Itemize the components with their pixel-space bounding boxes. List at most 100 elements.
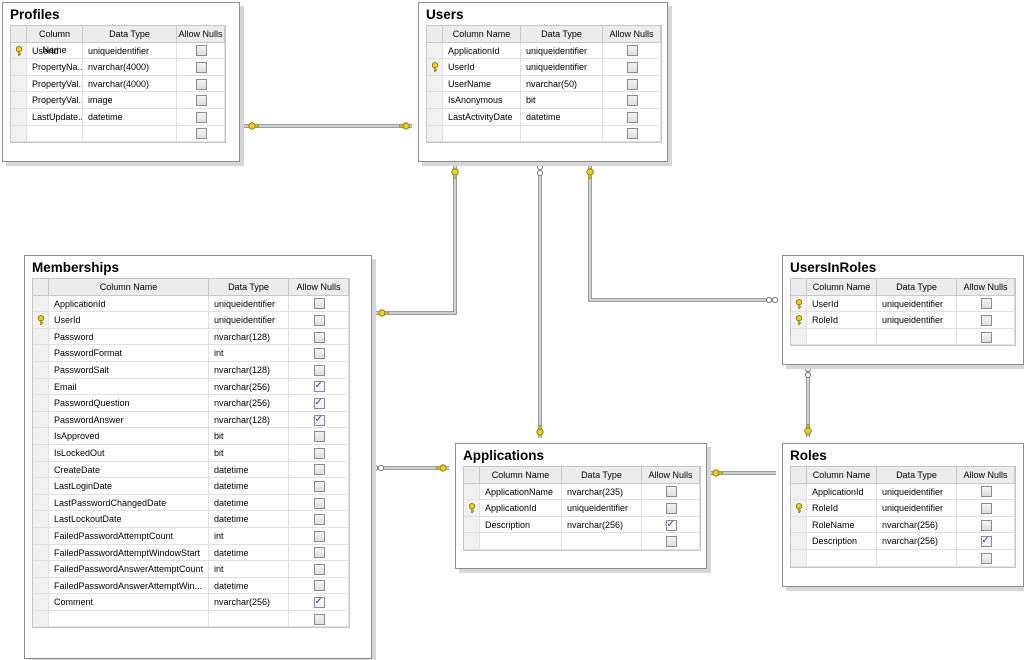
- allow-nulls-checkbox[interactable]: [195, 78, 207, 90]
- data-type-cell[interactable]: int: [209, 561, 289, 578]
- row-selector[interactable]: [33, 594, 49, 611]
- data-type-cell[interactable]: uniqueidentifier: [521, 42, 603, 60]
- row-selector[interactable]: [33, 577, 49, 595]
- allow-nulls-checkbox[interactable]: [313, 447, 325, 459]
- row-selector[interactable]: [11, 59, 27, 76]
- table-title[interactable]: Users: [426, 7, 464, 22]
- row-selector[interactable]: [791, 533, 807, 550]
- row-selector[interactable]: [427, 75, 443, 93]
- row-selector[interactable]: [33, 511, 49, 528]
- row-selector[interactable]: [427, 42, 443, 60]
- column-name-cell[interactable]: PropertyNa...: [27, 59, 83, 76]
- data-type-cell[interactable]: nvarchar(128): [209, 411, 289, 429]
- column-name-cell[interactable]: [480, 533, 562, 550]
- column-name-cell[interactable]: FailedPasswordAttemptCount: [49, 527, 209, 545]
- data-type-cell[interactable]: uniqueidentifier: [877, 295, 957, 313]
- data-type-cell[interactable]: nvarchar(256): [209, 395, 289, 412]
- table-row[interactable]: [791, 549, 1015, 567]
- data-type-cell[interactable]: bit: [209, 444, 289, 462]
- allow-nulls-checkbox[interactable]: [195, 61, 207, 73]
- column-name-cell[interactable]: Email: [49, 378, 209, 396]
- data-type-cell[interactable]: [562, 533, 642, 550]
- allow-nulls-checkbox-checked[interactable]: [980, 534, 992, 548]
- allow-nulls-checkbox[interactable]: [313, 514, 325, 526]
- table-row[interactable]: PropertyVal...image: [11, 92, 225, 109]
- relationship-users-memberships[interactable]: [376, 165, 457, 315]
- data-type-cell[interactable]: bit: [521, 92, 603, 109]
- column-name-cell[interactable]: [807, 328, 877, 346]
- data-type-cell[interactable]: uniqueidentifier: [521, 59, 603, 76]
- row-selector[interactable]: [11, 108, 27, 126]
- data-type-cell[interactable]: bit: [209, 428, 289, 445]
- data-type-cell[interactable]: datetime: [209, 461, 289, 479]
- allow-nulls-checkbox[interactable]: [313, 613, 325, 625]
- column-name-cell[interactable]: [807, 549, 877, 567]
- row-selector[interactable]: [33, 312, 49, 329]
- allow-nulls-checkbox[interactable]: [980, 552, 992, 564]
- data-type-cell[interactable]: datetime: [209, 544, 289, 562]
- data-type-cell[interactable]: datetime: [83, 108, 177, 126]
- column-name-cell[interactable]: UserId: [807, 295, 877, 313]
- row-selector[interactable]: [791, 516, 807, 534]
- column-name-cell[interactable]: [49, 610, 209, 628]
- data-type-cell[interactable]: image: [83, 92, 177, 109]
- column-name-cell[interactable]: UserId: [49, 312, 209, 329]
- allow-nulls-checkbox[interactable]: [665, 486, 677, 498]
- column-name-cell[interactable]: ApplicationId: [480, 500, 562, 517]
- row-selector[interactable]: [33, 610, 49, 628]
- data-type-cell[interactable]: datetime: [209, 494, 289, 512]
- allow-nulls-checkbox-checked[interactable]: [313, 396, 325, 410]
- column-name-cell[interactable]: UserId: [443, 59, 521, 76]
- column-name-cell[interactable]: PasswordQuestion: [49, 395, 209, 412]
- row-selector[interactable]: [33, 328, 49, 346]
- data-type-cell[interactable]: [521, 125, 603, 143]
- allow-nulls-checkbox[interactable]: [313, 480, 325, 492]
- row-selector[interactable]: [427, 59, 443, 76]
- data-type-cell[interactable]: nvarchar(256): [562, 516, 642, 534]
- data-type-cell[interactable]: int: [209, 527, 289, 545]
- column-name-cell[interactable]: IsAnonymous: [443, 92, 521, 109]
- row-selector[interactable]: [33, 345, 49, 362]
- column-name-cell[interactable]: CreateDate: [49, 461, 209, 479]
- allow-nulls-checkbox[interactable]: [980, 314, 992, 326]
- allow-nulls-checkbox[interactable]: [313, 464, 325, 476]
- row-selector[interactable]: [33, 444, 49, 462]
- column-name-cell[interactable]: PropertyVal...: [27, 75, 83, 93]
- allow-nulls-checkbox[interactable]: [313, 580, 325, 592]
- table-row[interactable]: [427, 125, 661, 143]
- data-type-cell[interactable]: uniqueidentifier: [877, 500, 957, 517]
- row-selector[interactable]: [11, 75, 27, 93]
- data-type-cell[interactable]: uniqueidentifier: [877, 312, 957, 329]
- allow-nulls-checkbox[interactable]: [980, 519, 992, 531]
- column-name-cell[interactable]: IsApproved: [49, 428, 209, 445]
- column-name-cell[interactable]: RoleName: [807, 516, 877, 534]
- row-selector[interactable]: [33, 478, 49, 495]
- row-selector[interactable]: [33, 428, 49, 445]
- table-row[interactable]: [464, 533, 700, 550]
- row-selector[interactable]: [33, 395, 49, 412]
- row-selector[interactable]: [464, 533, 480, 550]
- column-name-cell[interactable]: PasswordFormat: [49, 345, 209, 362]
- allow-nulls-checkbox[interactable]: [980, 298, 992, 310]
- row-selector[interactable]: [427, 108, 443, 126]
- data-type-cell[interactable]: uniqueidentifier: [209, 295, 289, 313]
- data-type-cell[interactable]: nvarchar(4000): [83, 59, 177, 76]
- row-selector[interactable]: [791, 328, 807, 346]
- row-selector[interactable]: [33, 461, 49, 479]
- allow-nulls-checkbox[interactable]: [195, 95, 207, 107]
- allow-nulls-checkbox[interactable]: [313, 547, 325, 559]
- allow-nulls-checkbox[interactable]: [626, 95, 638, 107]
- data-type-cell[interactable]: datetime: [521, 108, 603, 126]
- row-selector[interactable]: [464, 516, 480, 534]
